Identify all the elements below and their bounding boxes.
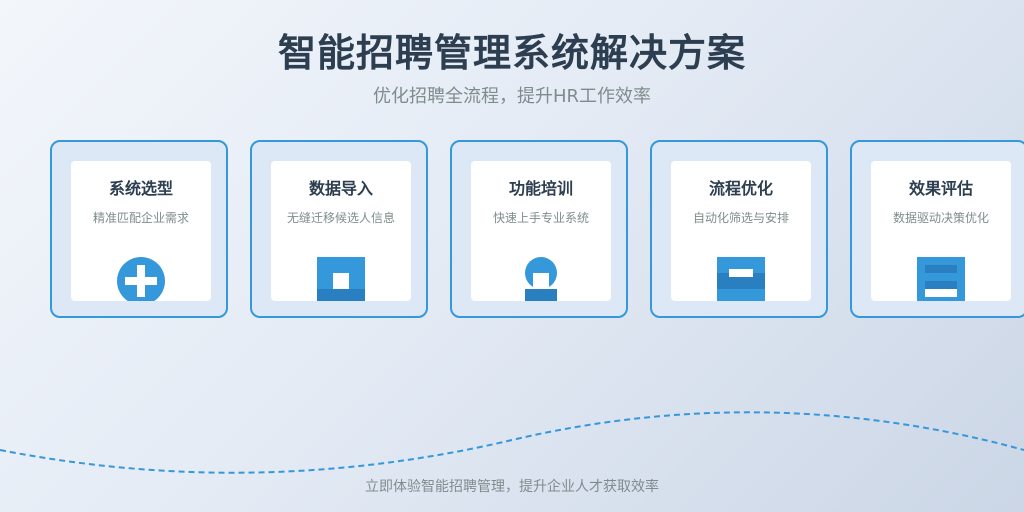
decorative-wave-line (0, 411, 1024, 474)
card-function-training[interactable]: 功能培训 快速上手专业系统 (450, 140, 628, 318)
card-body: 功能培训 快速上手专业系统 (471, 161, 611, 301)
card-system-selection[interactable]: 系统选型 精准匹配企业需求 (50, 140, 228, 318)
card-body: 数据导入 无缝迁移候选人信息 (271, 161, 411, 301)
workflow-icon (717, 257, 765, 301)
card-description: 无缝迁移候选人信息 (286, 211, 395, 225)
import-box-icon (317, 257, 365, 301)
card-effect-evaluation[interactable]: 效果评估 数据驱动决策优化 (850, 140, 1024, 318)
page-subtitle: 优化招聘全流程，提升HR工作效率 (372, 86, 652, 107)
footer-text: 立即体验智能招聘管理，提升企业人才获取效率 (365, 479, 659, 495)
card-title: 效果评估 (908, 179, 973, 198)
card-description: 精准匹配企业需求 (92, 211, 189, 225)
card-title: 数据导入 (308, 179, 373, 198)
page-title: 智能招聘管理系统解决方案 (277, 31, 746, 75)
plus-circle-icon (117, 257, 165, 301)
card-body: 流程优化 自动化筛选与安排 (671, 161, 811, 301)
card-data-import[interactable]: 数据导入 无缝迁移候选人信息 (250, 140, 428, 318)
card-title: 功能培训 (508, 179, 573, 198)
card-process-optimization[interactable]: 流程优化 自动化筛选与安排 (650, 140, 828, 318)
feature-cards: 系统选型 精准匹配企业需求 数据导入 无缝迁移候选人信息 (50, 140, 1024, 322)
card-description: 快速上手专业系统 (492, 211, 589, 225)
report-icon (917, 257, 965, 301)
card-body: 系统选型 精准匹配企业需求 (71, 161, 211, 301)
card-title: 系统选型 (108, 179, 173, 198)
card-description: 数据驱动决策优化 (892, 211, 989, 225)
card-body: 效果评估 数据驱动决策优化 (871, 161, 1011, 301)
card-title: 流程优化 (708, 179, 773, 198)
card-description: 自动化筛选与安排 (692, 211, 789, 225)
person-icon (517, 257, 565, 301)
